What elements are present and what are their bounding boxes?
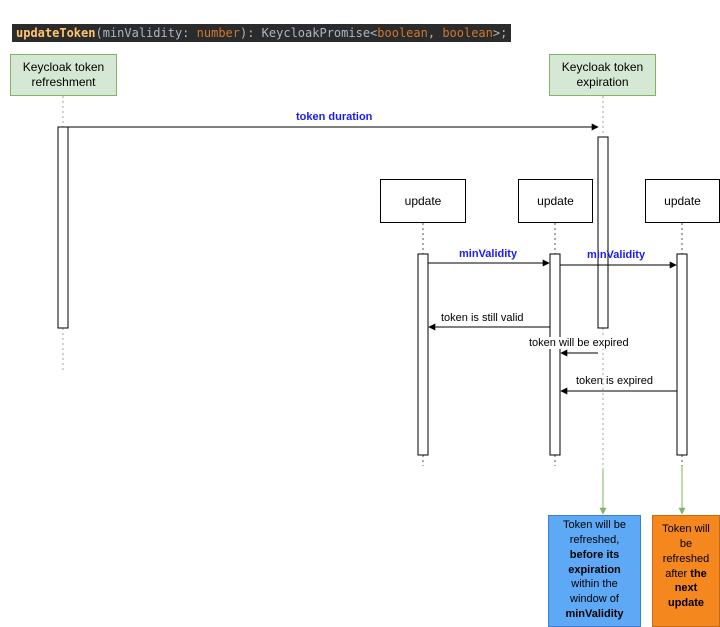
method-name: updateToken — [16, 26, 96, 40]
note-orange-line-3: refreshed — [662, 552, 710, 565]
note-blue-line-7: minValidity — [565, 608, 624, 621]
activation-update1 — [417, 253, 429, 456]
participant-update-3-label: update — [664, 194, 701, 208]
participant-update-1-label: update — [404, 194, 442, 208]
note-orange-line-6: update — [667, 597, 705, 610]
participant-token-refreshment: Keycloak token refreshment — [10, 54, 117, 96]
code-param-type: number — [196, 26, 240, 40]
label-token-will-be-expired: token will be expired — [529, 337, 629, 349]
participant-update-2: update — [518, 179, 593, 223]
note-blue-line-5: within the — [571, 578, 618, 591]
note-blue-line-6: window of — [570, 593, 619, 606]
note-orange-line-4-bold: the — [690, 567, 707, 580]
note-refresh-before-expiration: Token will be refreshed, before its expi… — [548, 515, 641, 627]
note-blue-line-4: expiration — [568, 563, 621, 576]
participant-update-1: update — [380, 179, 466, 223]
note-orange-line-5: next — [674, 582, 698, 595]
code-end: >; — [492, 26, 508, 40]
label-token-still-valid: token is still valid — [441, 312, 524, 324]
note-refresh-after-next-update: Token will be refreshed after the next u… — [652, 515, 720, 627]
note-orange-line-4: after the — [653, 567, 719, 582]
code-generic-2: boolean — [442, 26, 493, 40]
note-blue-line-1: Token will be — [563, 519, 626, 531]
participant-update-3: update — [645, 179, 720, 223]
note-orange-line-1: Token will — [662, 523, 710, 535]
label-min-validity-2: minValidity — [587, 249, 646, 261]
participant-update-2-label: update — [537, 194, 574, 208]
label-token-is-expired: token is expired — [576, 375, 654, 387]
activation-refresh — [57, 126, 69, 329]
label-token-duration: token duration — [296, 111, 373, 123]
label-min-validity-1: minValidity — [459, 248, 518, 260]
code-generic-1: boolean — [377, 26, 428, 40]
participant-token-refreshment-label: Keycloak token refreshment — [22, 60, 105, 89]
code-signature-banner: updateToken(minValidity: number): Keyclo… — [12, 24, 512, 42]
note-blue-line-2: refreshed, — [569, 533, 620, 546]
code-params-open: (minValidity: — [95, 26, 197, 40]
participant-token-expiration: Keycloak token expiration — [549, 54, 656, 96]
activation-expiration — [597, 136, 609, 329]
participant-token-expiration-label: Keycloak token expiration — [561, 60, 644, 89]
code-comma: , — [427, 26, 443, 40]
activation-update3 — [676, 253, 688, 456]
activation-update2 — [549, 253, 561, 456]
code-return-type: ): KeycloakPromise< — [240, 26, 378, 40]
note-orange-line-2: be — [679, 537, 693, 550]
note-orange-line-4-plain: after — [665, 567, 691, 580]
note-blue-line-3: before its — [569, 548, 620, 561]
